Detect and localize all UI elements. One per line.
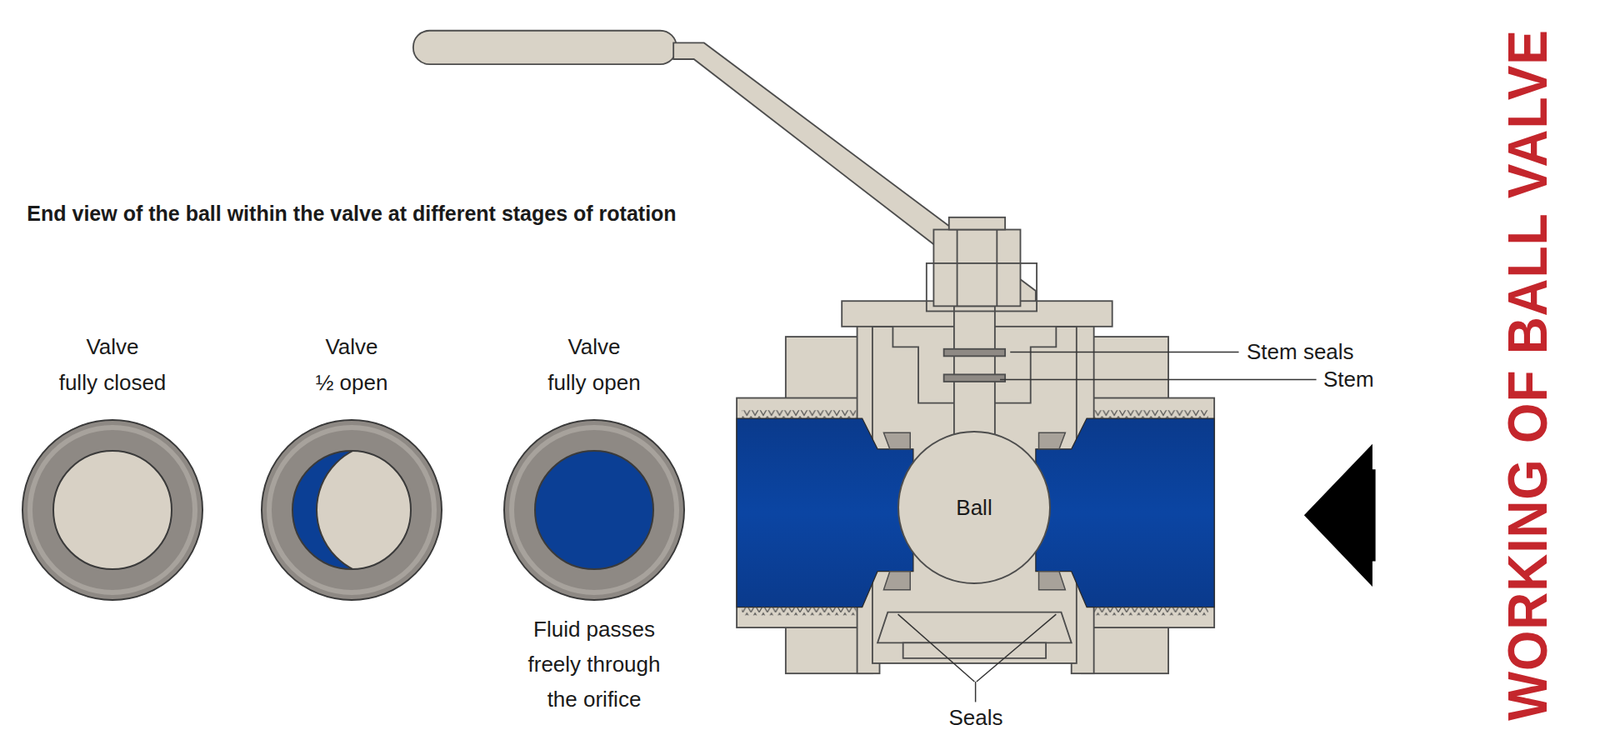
- end-view-circle: Valve fully openFluid passes freely thro…: [494, 329, 695, 721]
- stage-label: Valve ½ open: [251, 329, 452, 401]
- flow-caption: Fluid passes freely through the orifice: [525, 611, 664, 717]
- handle: [413, 30, 1036, 312]
- pipe-threads: [741, 410, 1209, 615]
- ball: Ball: [896, 430, 1052, 585]
- leader-lines: [898, 351, 1317, 702]
- flow-arrow: [1304, 444, 1376, 587]
- ball-label: Ball: [955, 495, 992, 521]
- stage-label: Valve fully closed: [12, 329, 213, 401]
- section-heading: End view of the ball within the valve at…: [26, 196, 677, 231]
- ball-end-view: [260, 418, 444, 602]
- ball-end-view: [502, 418, 686, 602]
- ball-end-view: [20, 418, 205, 602]
- end-view-circle: Valve ½ open: [251, 329, 452, 605]
- valve-body: [736, 300, 1215, 674]
- callout-seals: Seals: [948, 705, 1003, 731]
- callout-stem-seals: Stem seals: [1246, 339, 1355, 365]
- stage-label: Valve fully open: [494, 329, 695, 401]
- end-view-circle: Valve fully closed: [12, 329, 213, 605]
- vertical-title: WORKING OF BALL VALVE: [1500, 29, 1555, 721]
- fluid-bore: [736, 418, 1215, 608]
- stem: [926, 217, 1037, 445]
- callout-stem: Stem: [1323, 366, 1375, 393]
